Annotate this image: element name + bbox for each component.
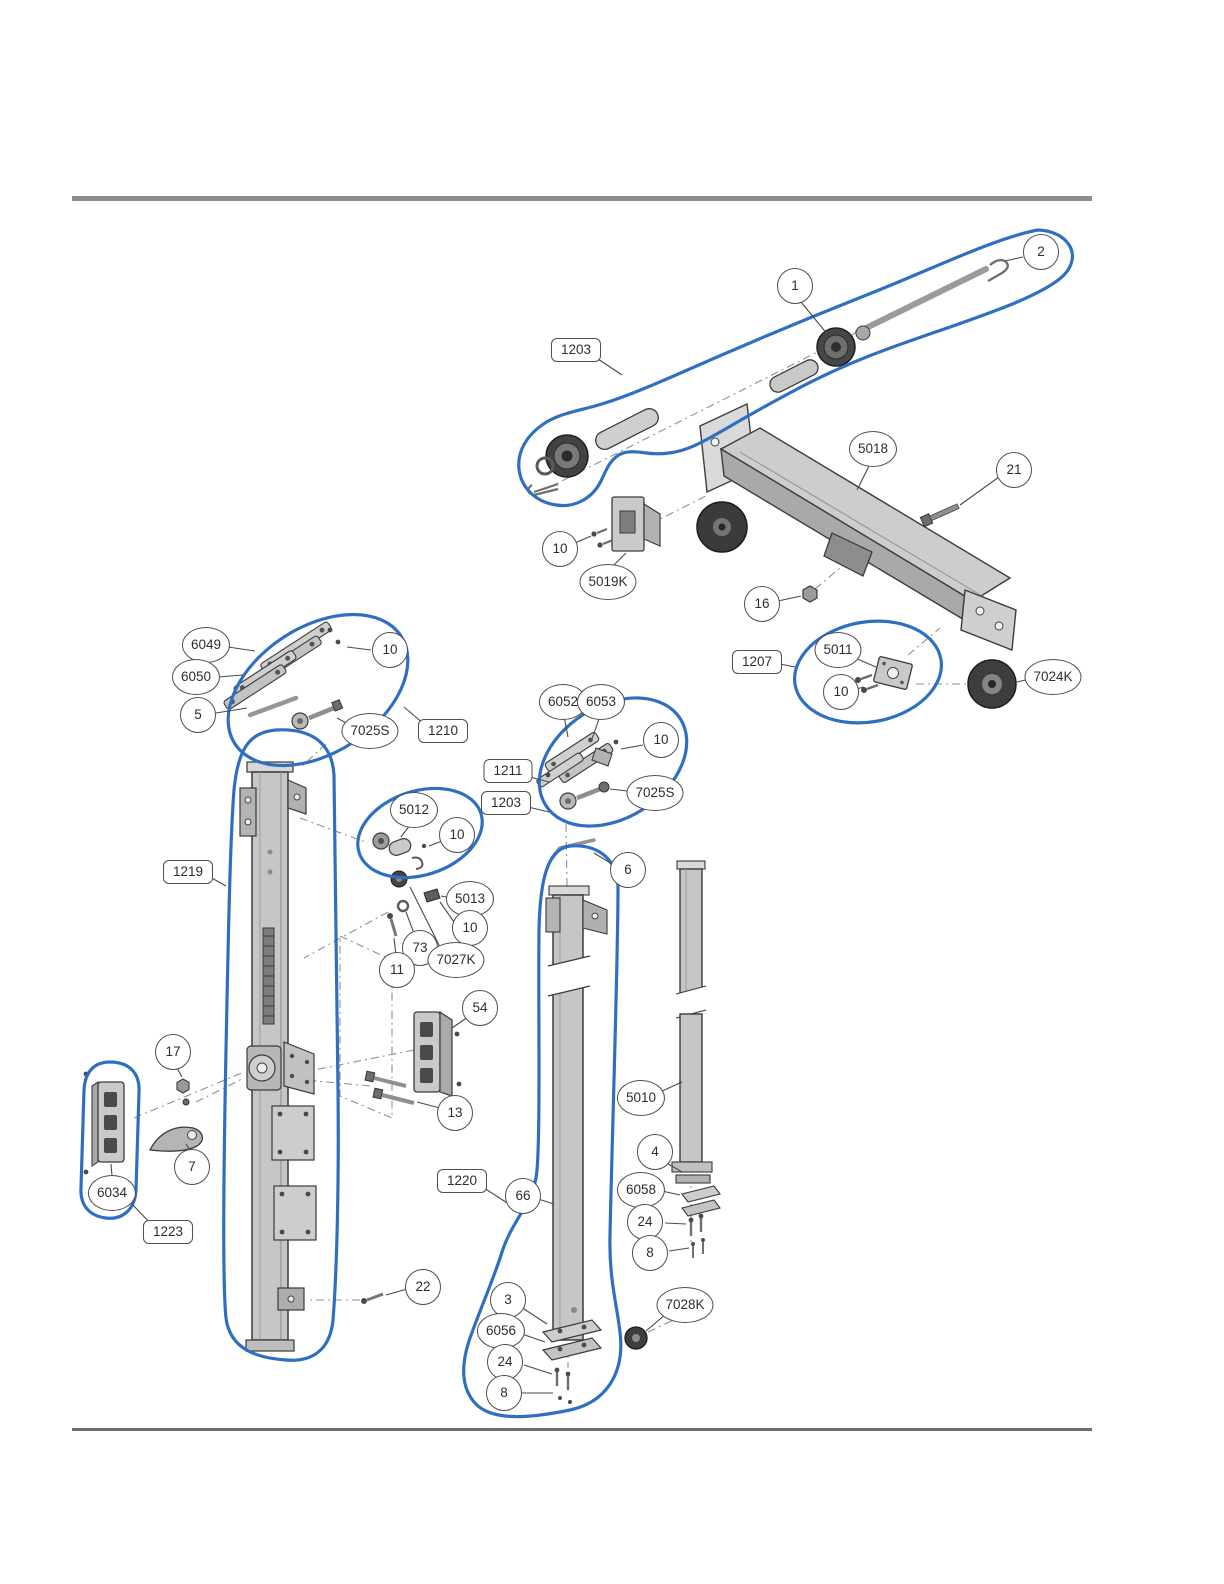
callout-6: 6 <box>610 852 646 888</box>
callout-5018: 5018 <box>848 431 898 467</box>
axle-rod <box>855 266 989 335</box>
column-1220 <box>541 885 608 1404</box>
part-bolt-22 <box>361 1292 384 1304</box>
part-handle-7 <box>149 1126 203 1152</box>
callout-5019k: 5019K <box>579 564 637 600</box>
bottom-rule <box>72 1428 1092 1431</box>
parts-strap-group-1211 <box>536 732 619 810</box>
callout-7028k: 7028K <box>656 1287 714 1323</box>
callout-1: 1 <box>777 268 813 304</box>
part-bracket-6034 <box>83 1071 125 1175</box>
callout-7: 7 <box>174 1149 210 1185</box>
kit-outline-1207 <box>793 619 943 725</box>
callout-7024k: 7024K <box>1024 659 1082 695</box>
callout-7025s: 7025S <box>626 775 684 811</box>
callout-1223: 1223 <box>142 1220 194 1244</box>
kit-outline-1219 <box>222 728 340 1362</box>
column-1219 <box>239 761 317 1352</box>
kit-outline-1223 <box>79 1060 141 1220</box>
beam-5018 <box>699 402 1017 651</box>
screws-near-5019K <box>591 527 614 548</box>
cotter-pin-top <box>987 258 1009 283</box>
roller-part-1 <box>816 325 871 367</box>
callout-24: 24 <box>627 1204 663 1240</box>
parts-bushing-group-5012 <box>372 832 427 870</box>
callout-10: 10 <box>823 674 859 710</box>
callout-4: 4 <box>637 1134 673 1170</box>
callout-6050: 6050 <box>171 659 221 695</box>
spacer-tube-long <box>595 408 659 450</box>
bracket-5011 <box>855 656 913 693</box>
assembly-top-beam <box>527 258 1017 709</box>
callout-2: 2 <box>1023 234 1059 270</box>
callout-10: 10 <box>439 817 475 853</box>
callout-6058: 6058 <box>616 1172 666 1208</box>
callout-24: 24 <box>487 1344 523 1380</box>
callout-5011: 5011 <box>814 632 862 668</box>
spacer-tube-short <box>769 359 819 393</box>
callout-66: 66 <box>505 1178 541 1214</box>
callout-22: 22 <box>405 1269 441 1305</box>
bolt-7025S-left <box>291 699 344 730</box>
parts-bolts-13 <box>364 1070 415 1105</box>
callout-10: 10 <box>452 910 488 946</box>
part-roller-7028K <box>624 1326 648 1350</box>
callout-8: 8 <box>486 1375 522 1411</box>
column-5010 <box>671 860 721 1258</box>
callout-13: 13 <box>437 1095 473 1131</box>
callout-1203: 1203 <box>550 338 602 362</box>
callout-5: 5 <box>180 697 216 733</box>
bolt-7025S-right <box>559 781 610 810</box>
callout-1219: 1219 <box>162 860 214 884</box>
part-nut-17 <box>176 1078 190 1106</box>
callout-6056: 6056 <box>476 1313 526 1349</box>
callout-6053: 6053 <box>576 684 626 720</box>
callout-7027k: 7027K <box>427 942 485 978</box>
callout-10: 10 <box>542 531 578 567</box>
callout-16: 16 <box>744 586 780 622</box>
callout-8: 8 <box>632 1235 668 1271</box>
kit-outlines <box>79 228 1075 1419</box>
bolt-21 <box>919 503 960 528</box>
callout-1211: 1211 <box>483 759 533 783</box>
kit-outline-1220 <box>462 844 623 1419</box>
parts-strap-group-1210 <box>223 621 344 730</box>
callout-5010: 5010 <box>616 1080 666 1116</box>
callout-6049: 6049 <box>181 627 231 663</box>
callout-1220: 1220 <box>436 1169 488 1193</box>
callout-3: 3 <box>490 1282 526 1318</box>
callout-54: 54 <box>462 990 498 1026</box>
callout-17: 17 <box>155 1034 191 1070</box>
callout-1207: 1207 <box>731 650 783 674</box>
roller-left <box>535 434 589 478</box>
kit-outline-1203-top <box>517 228 1075 508</box>
callout-5012: 5012 <box>389 792 439 828</box>
wheel-7024K <box>967 659 1017 709</box>
pin-5 <box>247 695 299 718</box>
callout-21: 21 <box>996 452 1032 488</box>
callout-1203: 1203 <box>480 791 532 815</box>
callout-10: 10 <box>643 722 679 758</box>
top-rule <box>72 196 1092 201</box>
nut-16 <box>802 585 818 603</box>
beam-wheel-left <box>696 501 748 553</box>
callout-11: 11 <box>379 952 415 988</box>
callout-10: 10 <box>372 632 408 668</box>
callout-6034: 6034 <box>87 1175 137 1211</box>
callout-7025s: 7025S <box>341 713 399 749</box>
callout-1210: 1210 <box>417 719 469 743</box>
part-bracket-54 <box>413 1010 462 1097</box>
bracket-5019K <box>611 496 661 552</box>
